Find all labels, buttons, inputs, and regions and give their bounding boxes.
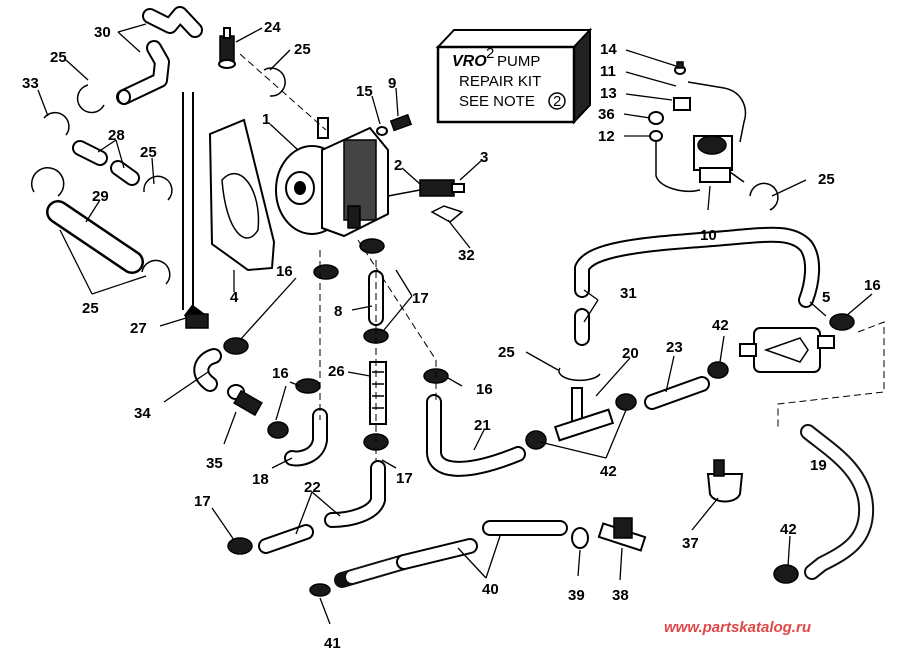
note-circle	[548, 92, 566, 110]
hose-19	[800, 424, 875, 580]
callout-12: 12	[598, 128, 615, 145]
callout-1: 1	[262, 111, 270, 128]
screw-9	[389, 113, 413, 132]
repair-kit-note-box: VRO 2 PUMP REPAIR KIT SEE NOTE 2	[435, 27, 593, 125]
hose-30	[116, 6, 203, 105]
fuel-filter-5	[739, 327, 835, 373]
callout-10: 10	[700, 227, 717, 244]
washer-15	[376, 126, 388, 136]
callout-42: 42	[712, 317, 729, 334]
callout-9: 9	[388, 75, 396, 92]
callout-16: 16	[476, 381, 493, 398]
callout-14: 14	[600, 41, 617, 58]
hose-23	[644, 376, 710, 410]
note-brand: VRO	[452, 53, 487, 70]
callout-18: 18	[252, 471, 269, 488]
callout-4: 4	[230, 289, 239, 306]
note-pump: PUMP	[497, 53, 540, 70]
hose-18	[284, 408, 328, 467]
callout-17: 17	[396, 470, 413, 487]
callout-16: 16	[272, 365, 289, 382]
callout-38: 38	[612, 587, 629, 604]
callout-16: 16	[864, 277, 881, 294]
clip-rings	[31, 67, 779, 382]
callout-25: 25	[818, 171, 835, 188]
callout-25: 25	[140, 144, 157, 161]
callout-11: 11	[600, 63, 616, 80]
valve-35	[227, 384, 263, 417]
callout-42: 42	[780, 521, 797, 538]
clamp-39	[571, 527, 589, 549]
fitting-38	[597, 517, 647, 552]
tubes-28	[72, 140, 140, 186]
fuel-pump-1	[275, 117, 389, 238]
callout-26: 26	[328, 363, 345, 380]
callout-35: 35	[206, 455, 223, 472]
callout-5: 5	[822, 289, 830, 306]
callout-27: 27	[130, 320, 147, 337]
elbow-34	[193, 348, 222, 392]
callout-21: 21	[474, 417, 491, 434]
callout-16: 16	[276, 263, 293, 280]
fitting-24	[218, 27, 236, 69]
hose-21	[426, 394, 526, 477]
watermark: www.partskatalog.ru	[664, 619, 811, 636]
callout-22: 22	[304, 479, 321, 496]
callout-13: 13	[600, 85, 617, 102]
callout-32: 32	[458, 247, 475, 264]
callout-29: 29	[92, 188, 109, 205]
hose-29	[46, 200, 144, 274]
filter-26	[369, 361, 387, 425]
hoses-40	[334, 520, 568, 588]
callout-42: 42	[600, 463, 617, 480]
note-line-2: REPAIR KIT	[459, 73, 541, 90]
pipe-27	[182, 92, 209, 329]
callout-17: 17	[412, 290, 429, 307]
callout-36: 36	[598, 106, 615, 123]
hoses-22	[258, 460, 386, 554]
callout-41: 41	[324, 635, 341, 652]
callout-33: 33	[22, 75, 39, 92]
callout-19: 19	[810, 457, 827, 474]
callout-25: 25	[498, 344, 515, 361]
bracket-4	[208, 118, 276, 272]
callout-28: 28	[108, 127, 125, 144]
callout-23: 23	[666, 339, 683, 356]
bracket-37	[706, 459, 744, 503]
note-line-3: SEE NOTE	[459, 93, 535, 110]
note-number: 2	[553, 93, 561, 110]
callout-2: 2	[394, 157, 402, 174]
callout-30: 30	[94, 24, 111, 41]
callout-numbers: 30 24 25 25 33 28 25 29 25 27 4 1 15 9 2…	[22, 19, 881, 652]
note-superscript: 2	[486, 45, 494, 62]
clamp-41	[309, 583, 331, 597]
callout-20: 20	[622, 345, 639, 362]
fitting-2-3	[387, 179, 465, 197]
callout-37: 37	[682, 535, 699, 552]
tee-20	[553, 387, 615, 442]
callout-31: 31	[620, 285, 637, 302]
vro-pump-10	[648, 61, 747, 192]
hose-31	[574, 226, 820, 346]
assembly-dashed-lines	[239, 53, 885, 462]
callout-25: 25	[294, 41, 311, 58]
callout-24: 24	[264, 19, 281, 36]
callout-8: 8	[334, 303, 342, 320]
callout-40: 40	[482, 581, 499, 598]
callout-39: 39	[568, 587, 585, 604]
callout-3: 3	[480, 149, 488, 166]
leader-lines	[37, 23, 873, 625]
callout-15: 15	[356, 83, 373, 100]
callout-25: 25	[50, 49, 67, 66]
clip-32	[430, 205, 464, 223]
callout-25: 25	[82, 300, 99, 317]
callout-34: 34	[134, 405, 151, 422]
callout-17: 17	[194, 493, 211, 510]
